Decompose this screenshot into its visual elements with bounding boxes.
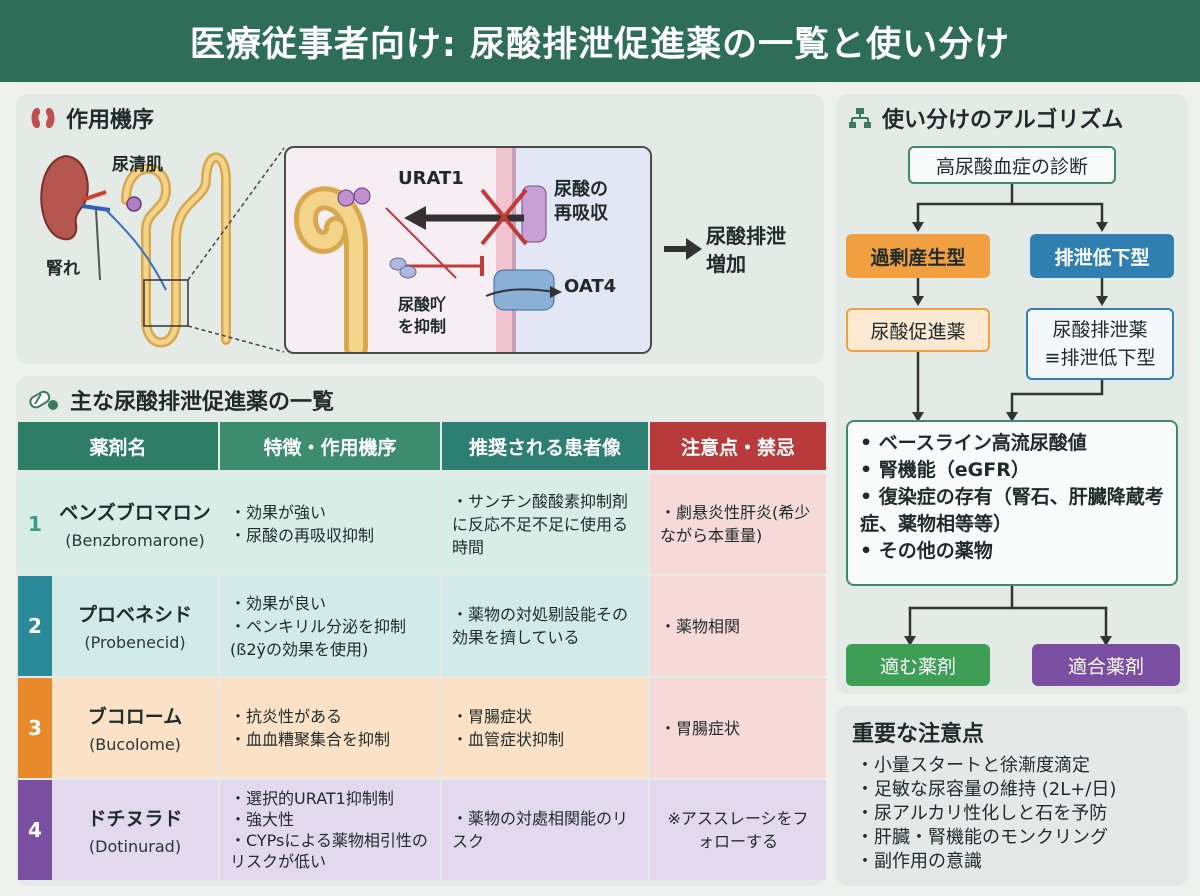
mechanism-panel: 作用機序 尿清肌 腎れ (16, 94, 824, 364)
mechanism-heading: 作用機序 (30, 102, 154, 134)
reabsorb-label: 尿酸の 再吸収 (554, 179, 608, 224)
row-number: 2 (18, 576, 52, 676)
tubule-label: 尿清肌 (112, 155, 163, 175)
patients-cell: サンチン酸酸素抑制剤に反応不足不足に使用る時間 (442, 474, 648, 574)
drug-name-cell: ドチヌラド (Dotinurad) (52, 780, 218, 880)
column-header: 薬剤名 (18, 422, 218, 470)
kidney-label: 腎れ (46, 259, 80, 279)
features-cell: 効果が強い尿酸の再吸収抑制 (220, 474, 440, 574)
row-number: 3 (18, 678, 52, 778)
overproduction-drug-box: 尿酸促進薬 (846, 308, 990, 352)
column-header: 注意点・禁忌 (650, 422, 826, 470)
list-item: 尿アルカリ性化しと石を予防 (856, 802, 1116, 826)
inhibit-label: 尿酸吖 を抑制 (398, 295, 447, 336)
drug-name-cell: ベンズブロマロン (Benzbromarone) (52, 474, 218, 574)
cautions-cell: 薬物相関 (650, 576, 826, 676)
underexcretion-type-box: 排泄低下型 (1030, 234, 1174, 278)
cautions-cell: 胃腸症状 (650, 678, 826, 778)
column-header: 推奨される患者像 (442, 422, 648, 470)
nephron-illustration (40, 152, 231, 348)
page-title: 医療従事者向け: 尿酸排泄促進薬の一覧と使い分け (189, 24, 1011, 65)
row-number: 4 (18, 780, 52, 880)
criteria-box: • ベースライン高流尿酸値 • 腎機能（eGFR） • 復染症の存有（腎石、肝臓… (846, 420, 1178, 586)
diagnosis-box: 高尿酸血症の診断 (908, 146, 1116, 184)
flow-connectors (904, 182, 1112, 646)
column-header: 特徴・作用機序 (220, 422, 440, 470)
list-item: 副作用の意識 (856, 850, 1116, 874)
algorithm-heading: 使い分けのアルゴリズム (848, 102, 1123, 134)
cautions-cell: 劇悬炎性肝炎(希少ながら本重量) (650, 474, 826, 574)
drug-list-panel: 主な尿酸排泄促進薬の一覧 薬剤名 特徴・作用機序 推奨される患者像 注意点・禁忌… (16, 376, 826, 886)
features-cell: 抗炎性がある血血糟聚集合を抑制 (220, 678, 440, 778)
cell-interior (514, 148, 650, 352)
recommended-drug-box: 適む薬剤 (846, 644, 990, 686)
table-row: 3 ブコローム (Bucolome) 抗炎性がある血血糟聚集合を抑制 胃腸症状血… (18, 678, 826, 778)
list-item: 小量スタートと徐漸度滴定 (856, 754, 1116, 778)
notes-list: 小量スタートと徐漸度滴定 足敏な尿容量の維持 (2L+/日) 尿アルカリ性化しと… (856, 754, 1116, 874)
features-cell: 効果が良いペンキリル分泌を抑制(ß2ÿの効果を使用) (220, 576, 440, 676)
row-number: 1 (18, 474, 52, 574)
patients-cell: 胃腸症状血管症状抑制 (442, 678, 648, 778)
urat1-label: URAT1 (398, 168, 464, 189)
table-row: 2 プロベネシド (Probenecid) 効果が良いペンキリル分泌を抑制(ß2… (18, 576, 826, 676)
list-item: 肝臓・腎機能のモンクリング (856, 826, 1116, 850)
patients-cell: 薬物の対處相関能のリスク (442, 780, 648, 880)
kidney-icon (31, 107, 55, 129)
flowchart-icon (849, 108, 871, 128)
drug-name-cell: ブコローム (Bucolome) (52, 678, 218, 778)
overproduction-type-box: 過剰産生型 (846, 234, 990, 278)
notes-heading: 重要な注意点 (852, 722, 985, 747)
algorithm-panel: 使い分けのアルゴリズム 高尿酸血症の診断 過剰産生型 排泄低下型 尿酸促進薬 尿… (836, 94, 1188, 694)
list-item: 足敏な尿容量の維持 (2L+/日) (856, 778, 1116, 802)
underexcretion-drug-box: 尿酸排泄薬 ≡排泄低下型 (1026, 308, 1174, 380)
cautions-cell: ※アススレーシをフォローする (650, 780, 826, 880)
table-row: 1 ベンズブロマロン (Benzbromarone) 効果が強い尿酸の再吸収抑制… (18, 474, 826, 574)
page-header: 医療従事者向け: 尿酸排泄促進薬の一覧と使い分け (0, 0, 1200, 82)
features-cell: 選択的URAT1抑制制強大性CYPsによる薬物相引性のリスクが低い (220, 780, 440, 880)
result-arrow-icon (664, 238, 702, 260)
oat4-label: OAT4 (564, 276, 617, 297)
drug-name-cell: プロベネシド (Probenecid) (52, 576, 218, 676)
table-row: 4 ドチヌラド (Dotinurad) 選択的URAT1抑制制強大性CYPsによ… (18, 780, 826, 880)
pill-icon (29, 390, 58, 410)
result-label: 尿酸排泄 増加 (706, 224, 786, 276)
patients-cell: 薬物の対処剔設能その効果を擠している (442, 576, 648, 676)
suitable-drug-box: 適合薬剤 (1032, 644, 1180, 686)
drug-list-heading: 主な尿酸排泄促進薬の一覧 (28, 384, 334, 416)
notes-panel: 重要な注意点 小量スタートと徐漸度滴定 足敏な尿容量の維持 (2L+/日) 尿ア… (836, 706, 1188, 886)
transporter-detail: URAT1 尿酸の 再吸収 尿酸吖 を抑制 OAT4 (284, 146, 652, 354)
zoom-lines (187, 147, 285, 353)
